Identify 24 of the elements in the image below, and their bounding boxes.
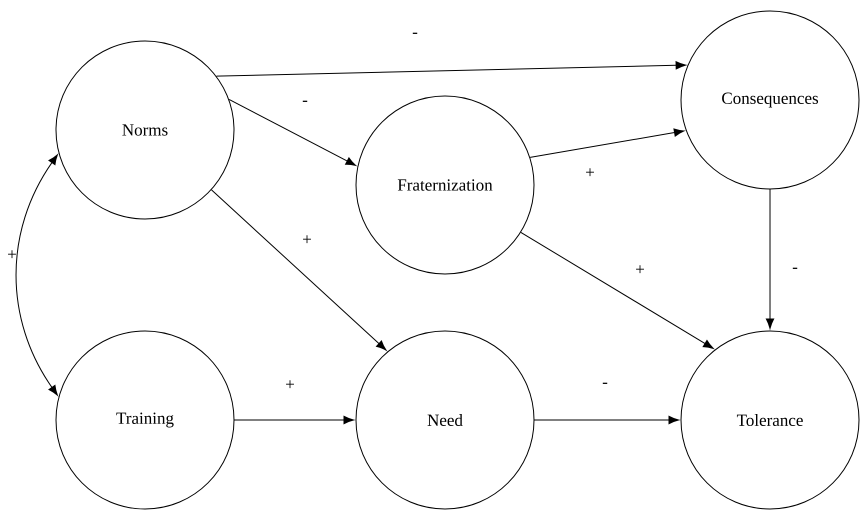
edge-label: + bbox=[286, 380, 294, 388]
circle-node: Fraternization bbox=[356, 96, 534, 274]
edge-label: - bbox=[602, 382, 608, 384]
arrow bbox=[534, 416, 679, 424]
edge-label: - bbox=[412, 32, 418, 34]
edge-label: - bbox=[302, 100, 308, 102]
edge-label: + bbox=[586, 168, 594, 176]
arrow bbox=[520, 232, 714, 349]
arrow bbox=[766, 189, 774, 329]
circle-node: Norms bbox=[56, 40, 234, 220]
arrow bbox=[216, 61, 686, 77]
edge-label: + bbox=[636, 265, 644, 274]
edge-label: - bbox=[792, 268, 798, 269]
arrow bbox=[530, 128, 684, 158]
edge-label: + bbox=[303, 235, 311, 244]
arrow bbox=[228, 98, 356, 166]
circle-node: Training bbox=[56, 330, 234, 510]
arrow bbox=[211, 189, 386, 351]
arrow bbox=[16, 154, 58, 396]
circle-node: Consequences bbox=[680, 10, 860, 190]
circle-node: Need bbox=[356, 330, 534, 510]
circle-node: Tolerance bbox=[680, 330, 860, 510]
arrow bbox=[234, 416, 354, 424]
edge-label: + bbox=[8, 250, 16, 258]
